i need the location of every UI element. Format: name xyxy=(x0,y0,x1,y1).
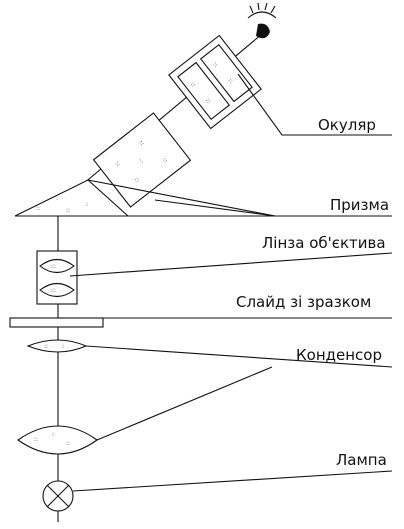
svg-text::: : xyxy=(86,201,88,208)
leader-objective xyxy=(69,252,393,277)
prism-upper: :: :: :: :: : xyxy=(92,112,192,208)
svg-text:::: :: xyxy=(212,61,219,69)
leader-lamp xyxy=(72,470,393,492)
svg-text:::: :: xyxy=(133,176,140,184)
svg-text:::: :: xyxy=(36,205,40,212)
leader-condenser-lower xyxy=(96,366,273,441)
leader-eyepiece xyxy=(237,73,392,136)
svg-text:::: :: xyxy=(34,436,38,443)
objective-lens: ::: ::: xyxy=(36,250,78,305)
label-prism: Призма xyxy=(330,196,389,214)
svg-text:::: :: xyxy=(138,139,145,147)
prism-lower: :: : :: : xyxy=(14,179,130,217)
svg-text::: : xyxy=(56,195,58,202)
svg-text:::: :: xyxy=(44,343,48,350)
svg-text::: : xyxy=(52,431,54,438)
svg-text:::: :: xyxy=(66,207,70,214)
specimen-slide xyxy=(9,317,104,328)
svg-text:::: :: xyxy=(189,81,196,89)
label-condenser: Конденсор xyxy=(296,346,382,364)
condenser-lens-upper: :: : xyxy=(26,339,88,353)
svg-text:::: :: xyxy=(204,97,211,105)
svg-text::::: ::: xyxy=(50,263,56,270)
label-objective: Лінза об'єктива xyxy=(262,234,386,252)
condenser-lens-lower: :: : :: xyxy=(17,425,98,455)
svg-text:::: :: xyxy=(161,156,168,164)
svg-text::::: ::: xyxy=(50,287,56,294)
eye-icon xyxy=(247,2,277,39)
leader-condenser-main xyxy=(85,345,393,368)
leader-prism-b xyxy=(154,199,276,217)
label-slide: Слайд зі зразком xyxy=(236,293,371,311)
label-eyepiece: Окуляр xyxy=(318,116,376,134)
svg-text::: : xyxy=(62,343,64,350)
svg-text:::: :: xyxy=(66,440,70,447)
svg-text:::: :: xyxy=(114,160,121,168)
svg-text::: : xyxy=(139,158,145,165)
lamp-cross-icon xyxy=(42,480,74,512)
label-lamp: Лампа xyxy=(336,451,387,469)
svg-text:::: :: xyxy=(227,77,234,85)
leader-prism-a xyxy=(87,179,276,217)
eyepiece: :: :: :: :: xyxy=(168,34,262,130)
